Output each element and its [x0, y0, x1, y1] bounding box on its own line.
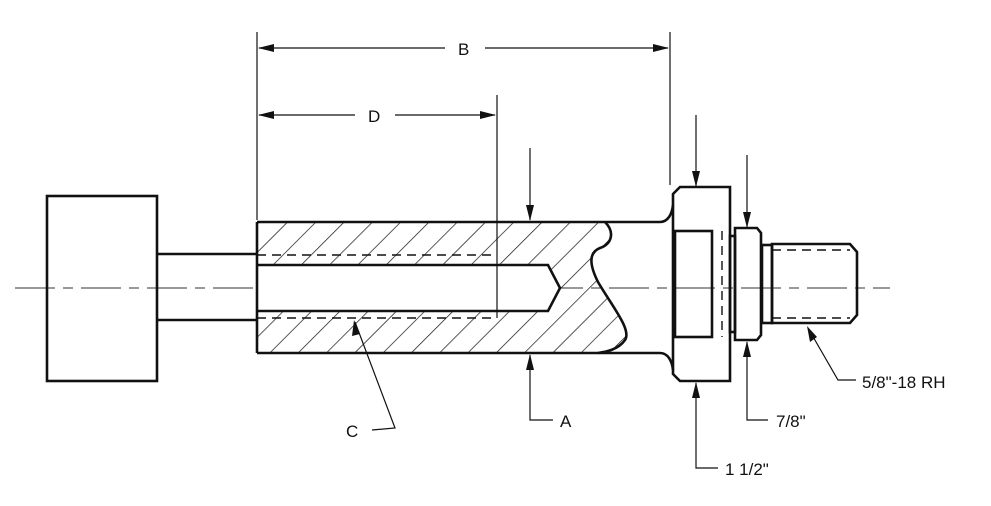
dimension-flange	[692, 115, 718, 469]
label-flange-diameter: 1 1/2"	[725, 460, 769, 479]
bore-hidden-lines	[257, 254, 497, 319]
flange	[671, 185, 732, 383]
neck	[760, 243, 774, 325]
dimension-b	[256, 32, 671, 220]
label-collar-diameter: 7/8"	[776, 412, 806, 431]
leader-thread	[807, 326, 856, 381]
label-c: C	[346, 422, 358, 441]
dimension-a	[526, 148, 553, 421]
label-thread-spec: 5/8"-18 RH	[862, 373, 946, 392]
grinding-wheel	[45, 194, 159, 383]
threaded-end	[770, 242, 859, 325]
label-b: B	[458, 40, 469, 59]
label-a: A	[560, 412, 572, 431]
bore	[257, 263, 562, 313]
wheel-shaft	[157, 252, 257, 322]
dimension-d	[258, 95, 498, 318]
label-d: D	[368, 107, 380, 126]
section-hatching	[257, 222, 627, 353]
dimension-collar	[743, 155, 768, 421]
leader-c	[352, 320, 396, 431]
collar	[728, 226, 763, 342]
